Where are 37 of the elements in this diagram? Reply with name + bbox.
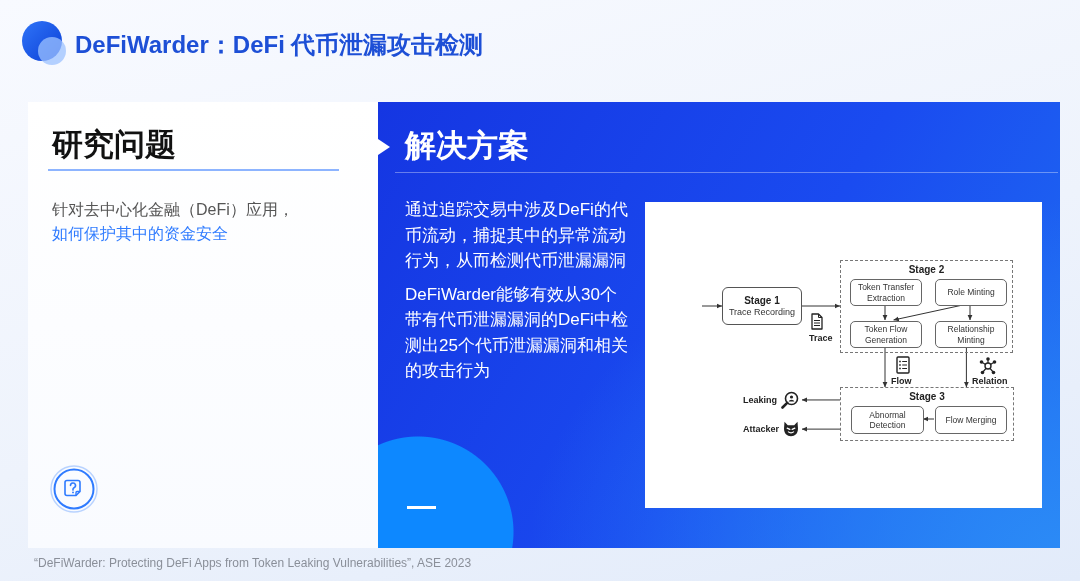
body-text: DeFiWarder能够有效从30个带有代币泄漏漏洞的DeFi中检测出25个代币泄漏漏洞和相关的攻击行为 bbox=[405, 283, 629, 382]
arrow bbox=[882, 304, 888, 321]
solution-panel bbox=[378, 102, 1060, 548]
stage-frame bbox=[840, 387, 1014, 441]
body-text: 通过追踪交易中涉及DeFi的代币流动，捕捉其中的异常流动行为，从而检测代币泄漏漏洞 bbox=[405, 199, 629, 272]
process-box: Flow Merging bbox=[935, 406, 1007, 434]
process-box: Token Transfer Extraction bbox=[850, 279, 922, 306]
arrow bbox=[922, 416, 935, 422]
section-heading: 解决方案 bbox=[405, 127, 529, 165]
arrow bbox=[701, 303, 723, 309]
output-label: Attacker bbox=[742, 423, 779, 435]
edge-label: Trace bbox=[809, 333, 833, 344]
arrow bbox=[801, 397, 841, 403]
body-text: 如何保护其中的资金安全 bbox=[52, 224, 228, 244]
stage-frame bbox=[840, 260, 1013, 353]
process-box bbox=[722, 287, 802, 325]
text-panel bbox=[28, 102, 378, 548]
edge-label: Flow bbox=[891, 376, 912, 387]
citation-caption: “DeFiWarder: Protecting DeFi Apps from Token Leaking Vulnerabilities”, ASE 2023 bbox=[34, 555, 472, 571]
arrow bbox=[967, 304, 973, 321]
stage-title: Stage 3 bbox=[909, 391, 945, 403]
step-label: Trace Recording bbox=[728, 306, 796, 318]
arrow bbox=[801, 303, 841, 309]
slide-title: DeFiWarder：DeFi 代币泄漏攻击检测 bbox=[75, 30, 484, 60]
arrow bbox=[963, 346, 969, 388]
process-box: Abnormal Detection bbox=[851, 406, 924, 434]
process-box: Role Minting bbox=[935, 279, 1007, 306]
edge-label: Relation bbox=[972, 376, 1008, 387]
process-box: Relationship Minting bbox=[935, 321, 1007, 348]
output-label: Leaking bbox=[743, 394, 777, 406]
body-text: 针对去中心化金融（DeFi）应用， bbox=[52, 200, 294, 220]
section-heading: 研究问题 bbox=[52, 126, 176, 164]
arrow bbox=[801, 426, 841, 432]
arrow bbox=[882, 346, 888, 388]
process-box: Token Flow Generation bbox=[850, 321, 922, 348]
stage-title: Stage 1 bbox=[744, 294, 780, 307]
stage-title: Stage 2 bbox=[908, 264, 945, 276]
